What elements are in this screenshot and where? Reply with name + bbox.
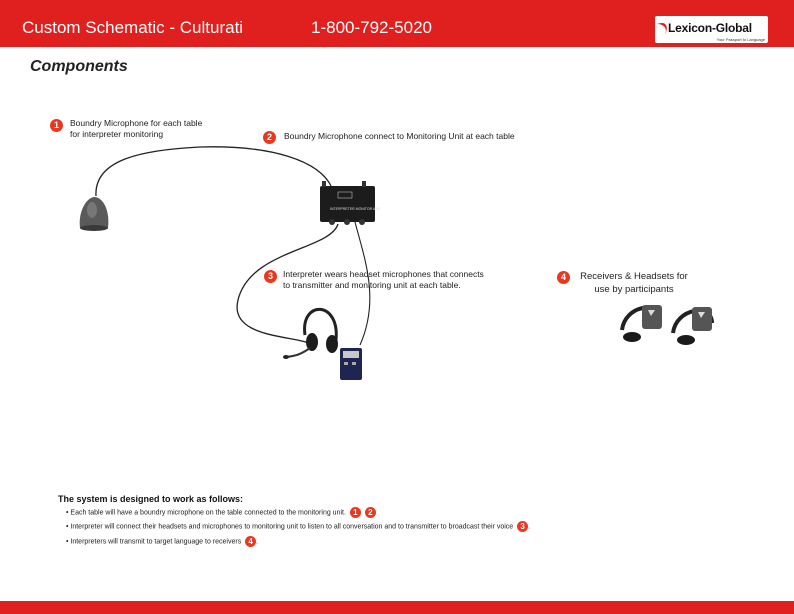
boundary-microphone-icon: [79, 197, 109, 231]
transmitter-icon: [340, 348, 362, 380]
device-label: INTERPRETER MONITOR AMP: [330, 207, 381, 211]
callout-label-1: Boundry Microphone for each table for in…: [70, 118, 203, 139]
note-text-3: • Interpreters will transmit to target l…: [66, 538, 242, 546]
callout-badge-2: 2: [263, 131, 276, 144]
receiver-headset-icon-1: [620, 305, 662, 342]
transmitter-cable: [354, 221, 371, 346]
callout-label-2: Boundry Microphone connect to Monitoring…: [284, 131, 515, 141]
callout-badge-4: 4: [557, 271, 570, 284]
headset-microphone-icon: [283, 307, 338, 359]
note-item-2: • Interpreter will connect their headset…: [66, 521, 531, 532]
logo-text: Lexicon-Global: [668, 21, 752, 35]
note-item-1: • Each table will have a boundry microph…: [66, 507, 376, 518]
footer-bar: [0, 601, 794, 614]
note-item-3: • Interpreters will transmit to target l…: [66, 536, 259, 547]
page-title: Custom Schematic - Culturati: [22, 18, 244, 37]
callout-badge-3: 3: [264, 270, 277, 283]
lexicon-global-logo: Lexicon-Global Your Passport to Language: [655, 16, 768, 43]
callout-label-3: Interpreter wears headset microphones th…: [283, 269, 484, 290]
header-bar: Custom Schematic - Culturati 1-800-792-5…: [0, 0, 794, 47]
note-badge-2: 2: [364, 507, 376, 518]
callout-label-4: Receivers & Headsets for use by particip…: [580, 271, 688, 295]
section-title: Components: [30, 58, 128, 75]
callout-badge-1: 1: [50, 119, 63, 132]
phone-number: 1-800-792-5020: [311, 18, 432, 37]
monitoring-unit-icon: INTERPRETER MONITOR AMP: [320, 181, 381, 225]
receiver-headset-icon-2: [671, 307, 714, 345]
notes-title: The system is designed to work as follow…: [58, 494, 244, 504]
mic-cable: [95, 146, 333, 197]
note-badge-1: 1: [349, 507, 361, 518]
note-text-1: • Each table will have a boundry microph…: [66, 509, 346, 517]
logo-tagline: Your Passport to Language: [716, 37, 765, 42]
note-badge-3: 3: [517, 521, 529, 532]
note-text-2: • Interpreter will connect their headset…: [66, 523, 514, 531]
note-badge-4: 4: [245, 536, 257, 547]
headset-cable: [236, 223, 339, 346]
